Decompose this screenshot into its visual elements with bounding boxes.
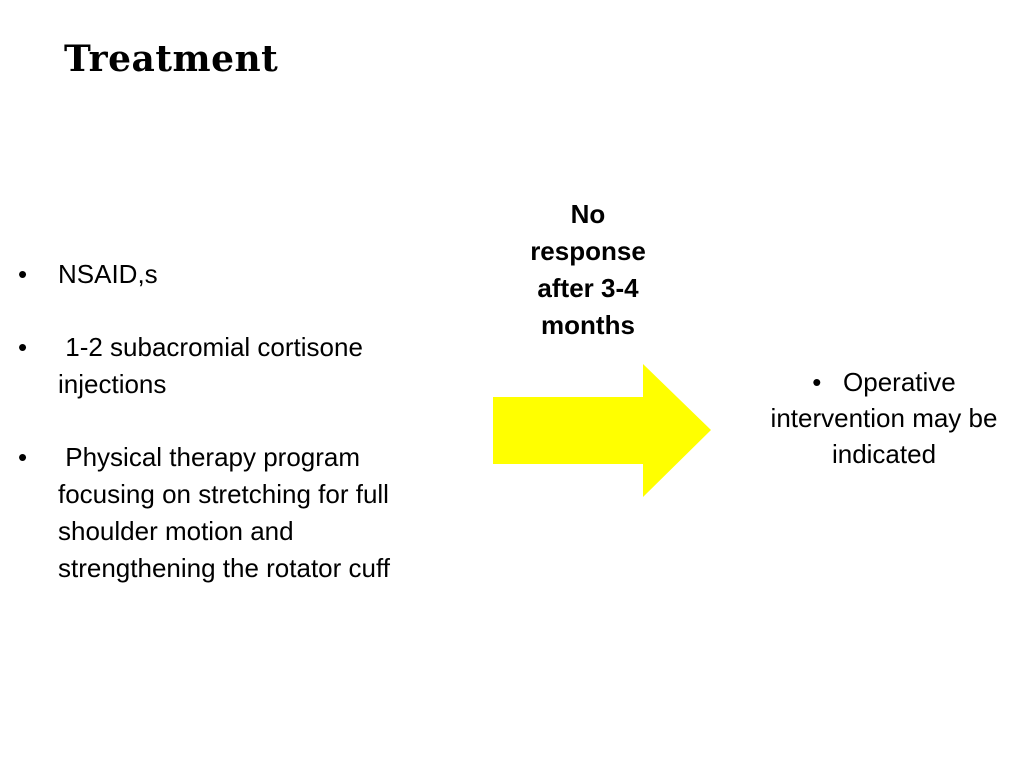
arrow-label: No response after 3-4 months: [508, 196, 668, 344]
list-item-text: NSAID,s: [58, 259, 158, 289]
bullet-icon: •: [18, 442, 28, 472]
treatment-list: • NSAID,s • 1-2 subacromial cortisone in…: [18, 256, 458, 623]
arrow-label-line: after 3-4: [537, 273, 639, 303]
arrow-label-line: months: [541, 310, 635, 340]
list-item-text: Physical therapy program focusing on str…: [58, 442, 397, 583]
list-item: • NSAID,s: [18, 256, 458, 293]
arrow-shape: [493, 364, 711, 497]
list-item-text: 1-2 subacromial cortisone injections: [58, 332, 371, 399]
bullet-icon: •: [18, 332, 28, 362]
bullet-icon: •: [812, 367, 822, 397]
list-item: • 1-2 subacromial cortisone injections: [18, 329, 458, 403]
bullet-icon: •: [18, 259, 28, 289]
outcome-item: • Operative intervention may be indicate…: [752, 364, 1016, 472]
outcome-text: Operative intervention may be indicated: [770, 367, 998, 469]
right-arrow-icon: [493, 364, 711, 497]
arrow-label-line: response: [530, 236, 646, 266]
slide-title: Treatment: [64, 38, 279, 80]
list-item: • Physical therapy program focusing on s…: [18, 439, 458, 587]
arrow-label-line: No: [570, 199, 606, 229]
